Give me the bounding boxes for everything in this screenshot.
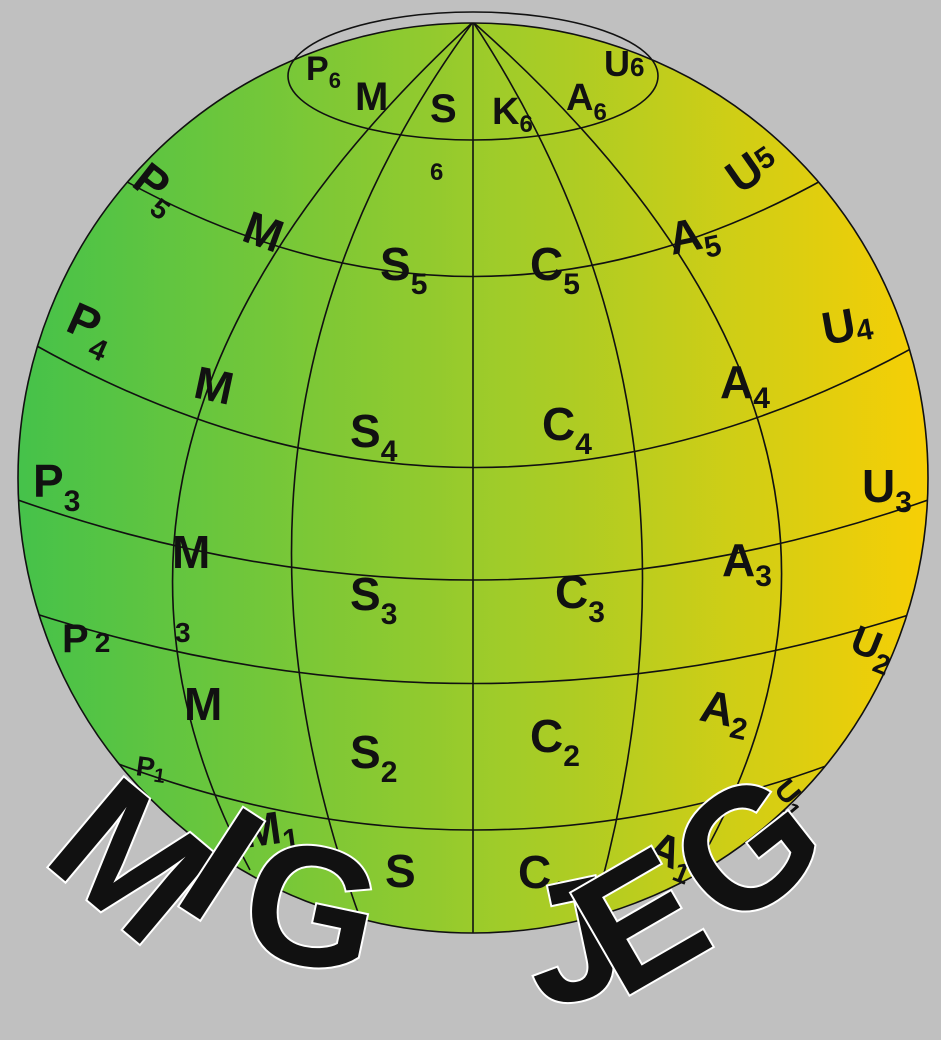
cell-label-M3: M — [172, 526, 210, 578]
cell-label-M6: M — [355, 75, 388, 119]
cell-label-M3-sub: 3 — [175, 617, 191, 648]
cell-label-M2: M — [184, 678, 222, 730]
cell-label-S6: S — [430, 87, 457, 131]
cell-label-S6-sub: 6 — [430, 159, 443, 186]
